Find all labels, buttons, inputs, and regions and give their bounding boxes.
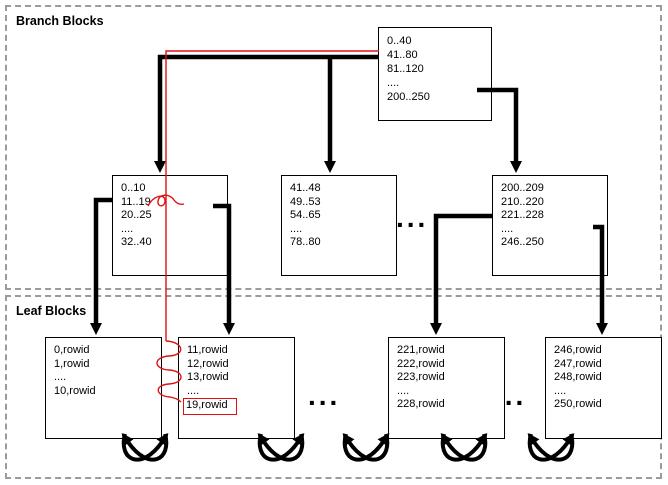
- key-range: 32..40: [121, 236, 152, 248]
- branch-blocks-label: Branch Blocks: [16, 14, 104, 28]
- key-range: 81..120: [387, 63, 424, 75]
- leaf-block-1: 0,rowid 1,rowid .... 10,rowid: [45, 337, 162, 439]
- key-range: 0..10: [121, 182, 146, 194]
- leaf-entry: 10,rowid: [54, 384, 96, 397]
- branch-ellipsis: ...: [396, 202, 429, 233]
- key-range: 221..228: [501, 209, 544, 221]
- leaf-entry: 12,rowid: [187, 357, 229, 370]
- key-range: 246..250: [501, 236, 544, 248]
- leaf-block-4: 246,rowid 247,rowid 248,rowid .... 250,r…: [545, 337, 662, 439]
- leaf-entry: 1,rowid: [54, 357, 90, 370]
- key-range-ellipsis: ....: [290, 222, 303, 235]
- root-branch-block: 0..40 41..80 81..120 .... 200..250: [378, 27, 492, 121]
- key-range: 49..53: [290, 195, 321, 208]
- leaf-entry-ellipsis: ....: [397, 384, 410, 397]
- key-range: 54..65: [290, 209, 321, 221]
- key-range: 200..209: [501, 182, 544, 194]
- leaf-entry: 247,rowid: [554, 357, 602, 370]
- leaf-entry: 228,rowid: [397, 398, 445, 410]
- key-range: 41..48: [290, 182, 321, 194]
- branch-block-left: 0..10 11..19 20..25 .... 32..40: [112, 175, 228, 276]
- leaf-block-2: 11,rowid 12,rowid 13,rowid .... 19,rowid: [178, 337, 295, 439]
- branch-block-middle: 41..48 49..53 54..65 .... 78..80: [281, 175, 397, 276]
- branch-block-right: 200..209 210..220 221..228 .... 246..250: [492, 175, 608, 276]
- key-range: 210..220: [501, 195, 544, 208]
- leaf-entry: 248,rowid: [554, 371, 602, 383]
- leaf-block-3: 221,rowid 222,rowid 223,rowid .... 228,r…: [388, 337, 505, 439]
- key-range: 20..25: [121, 209, 152, 221]
- key-range: 41..80: [387, 49, 418, 61]
- leaf-entry-ellipsis: ....: [554, 384, 567, 397]
- leaf-ellipsis-1: ...: [308, 380, 341, 411]
- leaf-entry: 221,rowid: [397, 344, 445, 356]
- leaf-entry-ellipsis: ....: [54, 371, 67, 383]
- leaf-blocks-label: Leaf Blocks: [16, 304, 87, 318]
- leaf-entry: 246,rowid: [554, 344, 602, 356]
- leaf-entry: 13,rowid: [187, 371, 229, 383]
- leaf-entry: 223,rowid: [397, 371, 445, 383]
- key-range-ellipsis: ....: [501, 222, 514, 235]
- leaf-entry: 222,rowid: [397, 357, 445, 370]
- leaf-entry-highlighted: 19,rowid: [183, 398, 237, 415]
- key-range-ellipsis: ....: [387, 77, 400, 89]
- leaf-entry: 250,rowid: [554, 398, 602, 410]
- key-range: 0..40: [387, 35, 412, 47]
- key-range-ellipsis: ....: [121, 222, 134, 235]
- key-range: 11..19: [121, 195, 151, 208]
- leaf-entry: 0,rowid: [54, 344, 90, 356]
- key-range: 200..250: [387, 91, 430, 103]
- key-range: 78..80: [290, 236, 321, 248]
- leaf-entry-ellipsis: ....: [187, 384, 200, 397]
- leaf-entry: 11,rowid: [187, 344, 228, 356]
